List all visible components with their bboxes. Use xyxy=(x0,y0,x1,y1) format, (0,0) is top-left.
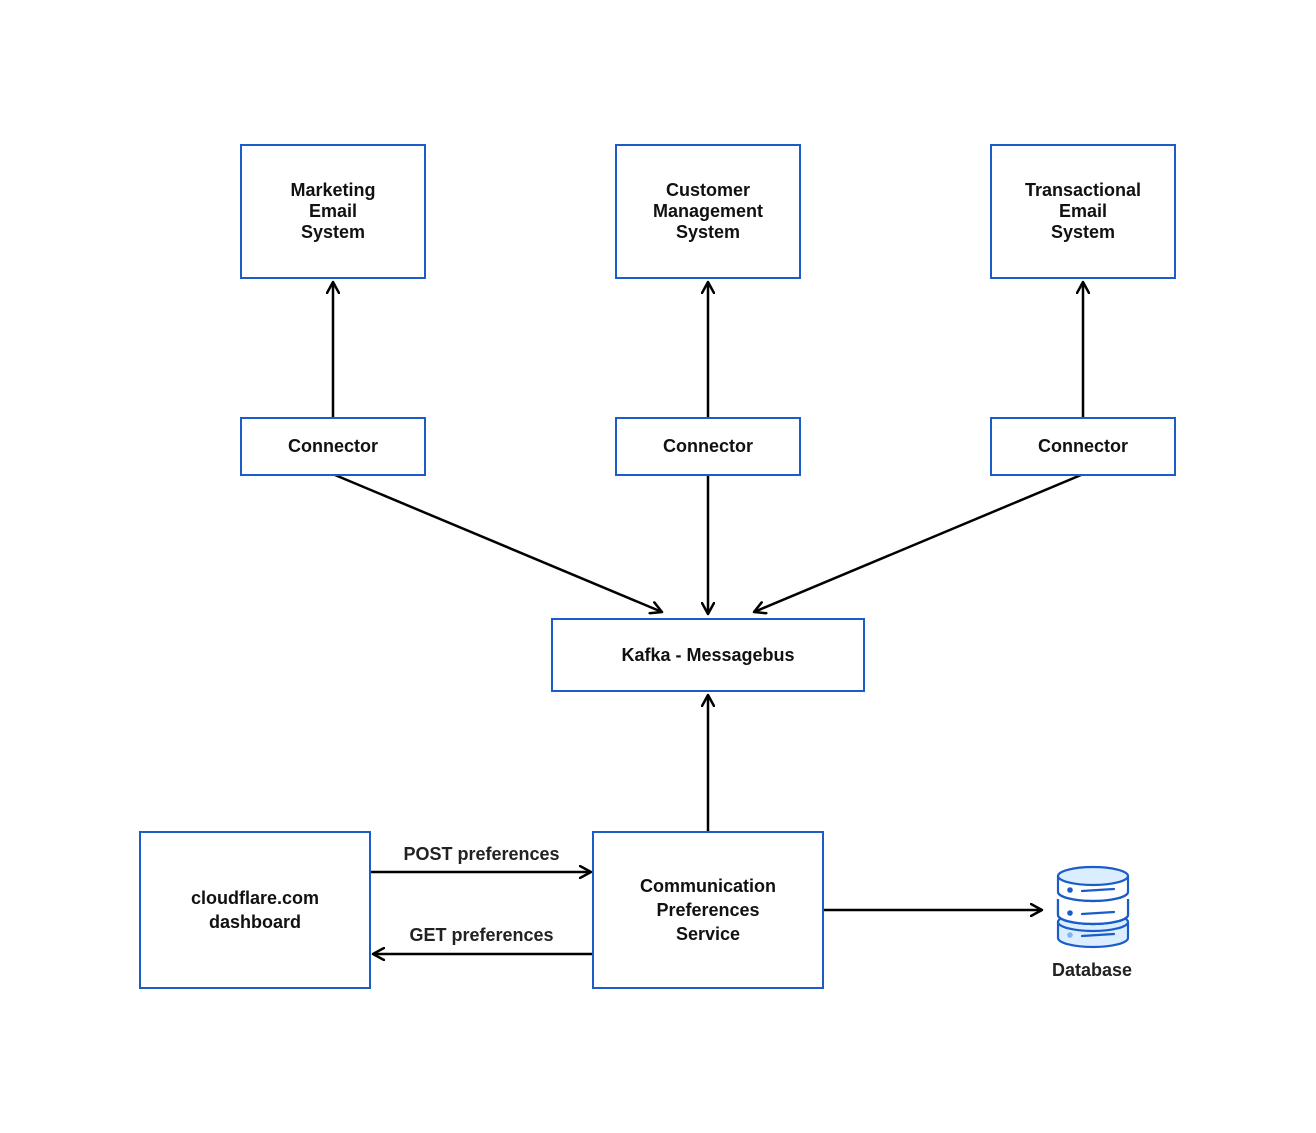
connector-right-box: Connector xyxy=(990,417,1176,476)
connector-left-label: Connector xyxy=(288,436,378,456)
communication-preferences-service-label: Communication Preferences Service xyxy=(639,876,776,944)
connector-mid-box: Connector xyxy=(615,417,801,476)
transactional-email-system-label: Transactional Email System xyxy=(1024,180,1142,242)
connector-right-label: Connector xyxy=(1038,436,1128,456)
dashboard-label: cloudflare.com dashboard xyxy=(190,888,320,932)
connector-left-box: Connector xyxy=(240,417,426,476)
database-label: Database xyxy=(1051,960,1133,980)
transactional-email-system-box: Transactional Email System xyxy=(990,144,1176,279)
kafka-messagebus-box: Kafka - Messagebus xyxy=(551,618,865,692)
connector-mid-label: Connector xyxy=(663,436,753,456)
kafka-messagebus-label: Kafka - Messagebus xyxy=(621,644,795,665)
marketing-email-system-label: Marketing Email System xyxy=(290,180,376,242)
database-icon xyxy=(1056,865,1130,949)
marketing-email-system-box: Marketing Email System xyxy=(240,144,426,279)
dashboard-box: cloudflare.com dashboard xyxy=(139,831,371,989)
arrow-connector-left-to-kafka xyxy=(334,473,662,612)
get-preferences-label: GET preferences xyxy=(409,925,554,945)
customer-management-system-box: Customer Management System xyxy=(615,144,801,279)
customer-management-system-label: Customer Management System xyxy=(652,180,764,242)
post-preferences-label: POST preferences xyxy=(403,844,560,864)
communication-preferences-service-box: Communication Preferences Service xyxy=(592,831,824,989)
arrow-connector-right-to-kafka xyxy=(754,473,1082,612)
